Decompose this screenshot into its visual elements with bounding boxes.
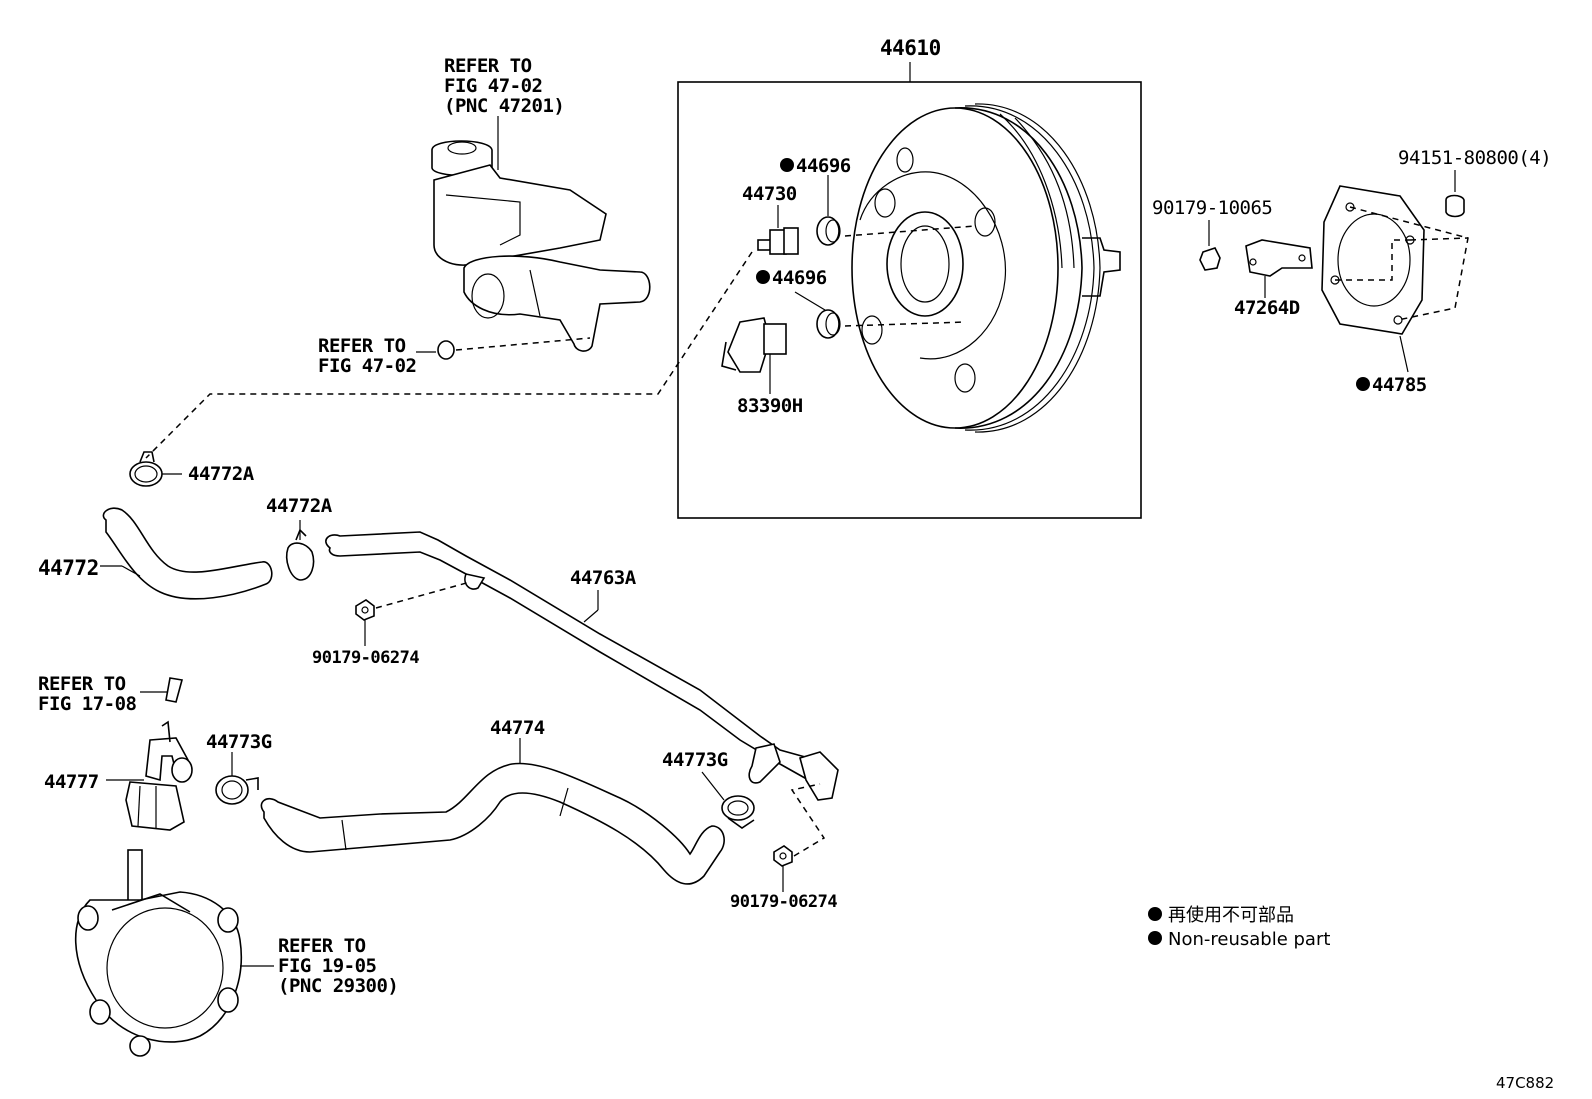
label-nut-pipe-upper: 90179-06274 [312,648,420,668]
non-reusable-dot-icon [1148,931,1162,945]
non-reusable-dot-icon [756,269,770,284]
label-vacuum-sensor: 83390H [737,395,803,417]
non-reusable-dot-icon [1356,376,1370,391]
refer-hose-stub-drawing [165,677,184,703]
legend-row-japanese: 再使用不可部品 [1148,904,1330,928]
label-clip-lower-right: 44773G [662,749,728,771]
vacuum-sensor-drawing [721,317,787,373]
brake-booster-drawing [851,103,1121,433]
label-clip-mid: 44772A [266,495,332,517]
refer-master-cylinder: REFER TO FIG 47-02 (PNC 47201) [444,55,565,117]
label-check-valve: 44730 [742,183,797,205]
nut-pipe-lower-drawing [773,845,793,867]
vacuum-pump-drawing [74,849,242,1057]
label-bracket: 47264D [1234,297,1300,319]
label-nut-pipe-lower: 90179-06274 [730,892,838,912]
grommet-drawings [816,216,841,339]
label-check-valve-grommet-top: 44696 [780,156,851,176]
figure-code: 47C882 [1496,1074,1555,1092]
label-nut-set: 94151-80800(4) [1398,147,1552,169]
label-clip-upper: 44772A [188,463,254,485]
label-clip-lower-left: 44773G [206,731,272,753]
refer-fig-17-08: REFER TO FIG 17-08 [38,673,137,715]
label-hose-lower: 44774 [490,717,545,739]
clip-mid-drawing [285,528,315,581]
refer-vacuum-pump: REFER TO FIG 19-05 (PNC 29300) [278,935,399,997]
non-reusable-dot-icon [1148,907,1162,921]
label-check-valve-grommet-bottom: 44696 [756,268,827,288]
clip-lower-right-drawing [721,795,755,829]
label-hose-upper: 44772 [38,556,99,580]
legend-row-english: Non-reusable part [1148,928,1330,952]
valve-drawing [125,720,193,831]
master-cyl-grommet-drawing [437,340,455,360]
hose-upper-drawing [102,507,273,600]
master-cylinder-drawing [431,140,651,352]
non-reusable-dot-icon [780,157,794,172]
clip-upper-drawing [129,451,163,487]
label-pipe: 44763A [570,567,636,589]
clip-lower-left-drawing [215,775,259,805]
nut-pipe-upper-drawing [355,599,375,621]
bracket-parts-drawing [1199,185,1465,335]
label-booster: 44610 [880,36,941,60]
label-gasket: 44785 [1356,375,1427,395]
legend: 再使用不可部品 Non-reusable part [1148,904,1330,952]
label-valve: 44777 [44,771,99,793]
hose-lower-drawing [260,762,725,885]
check-valve-drawing [757,227,799,255]
refer-fig-47-02: REFER TO FIG 47-02 [318,335,417,377]
label-nut-bracket: 90179-10065 [1152,197,1273,219]
